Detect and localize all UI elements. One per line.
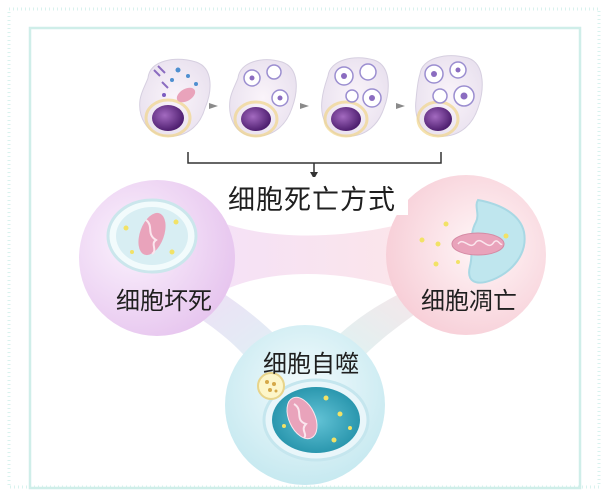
arrow-2	[300, 103, 309, 109]
label-autophagy: 细胞自噬	[263, 350, 359, 378]
death-modes-blobs	[79, 175, 546, 485]
outer-frame	[7, 7, 601, 489]
bracket-connector	[187, 152, 442, 179]
process-cell-3	[321, 57, 389, 138]
label-apoptosis: 细胞凋亡	[421, 287, 517, 315]
apoptosis-cell-icon	[419, 198, 526, 284]
process-cell-4	[415, 55, 483, 138]
bridge-top	[220, 222, 410, 292]
label-necrosis: 细胞坏死	[116, 287, 212, 315]
autophagy-cell-icon	[257, 372, 370, 462]
process-sequence	[139, 55, 483, 138]
title-box	[222, 177, 408, 215]
necrosis-cell-icon	[106, 198, 198, 274]
diagram-title: 细胞死亡方式	[228, 185, 396, 216]
arrow-1	[209, 103, 218, 109]
arrow-3	[396, 103, 405, 109]
process-cell-2	[229, 59, 297, 138]
inner-frame	[28, 26, 582, 490]
process-cell-1	[139, 58, 211, 138]
